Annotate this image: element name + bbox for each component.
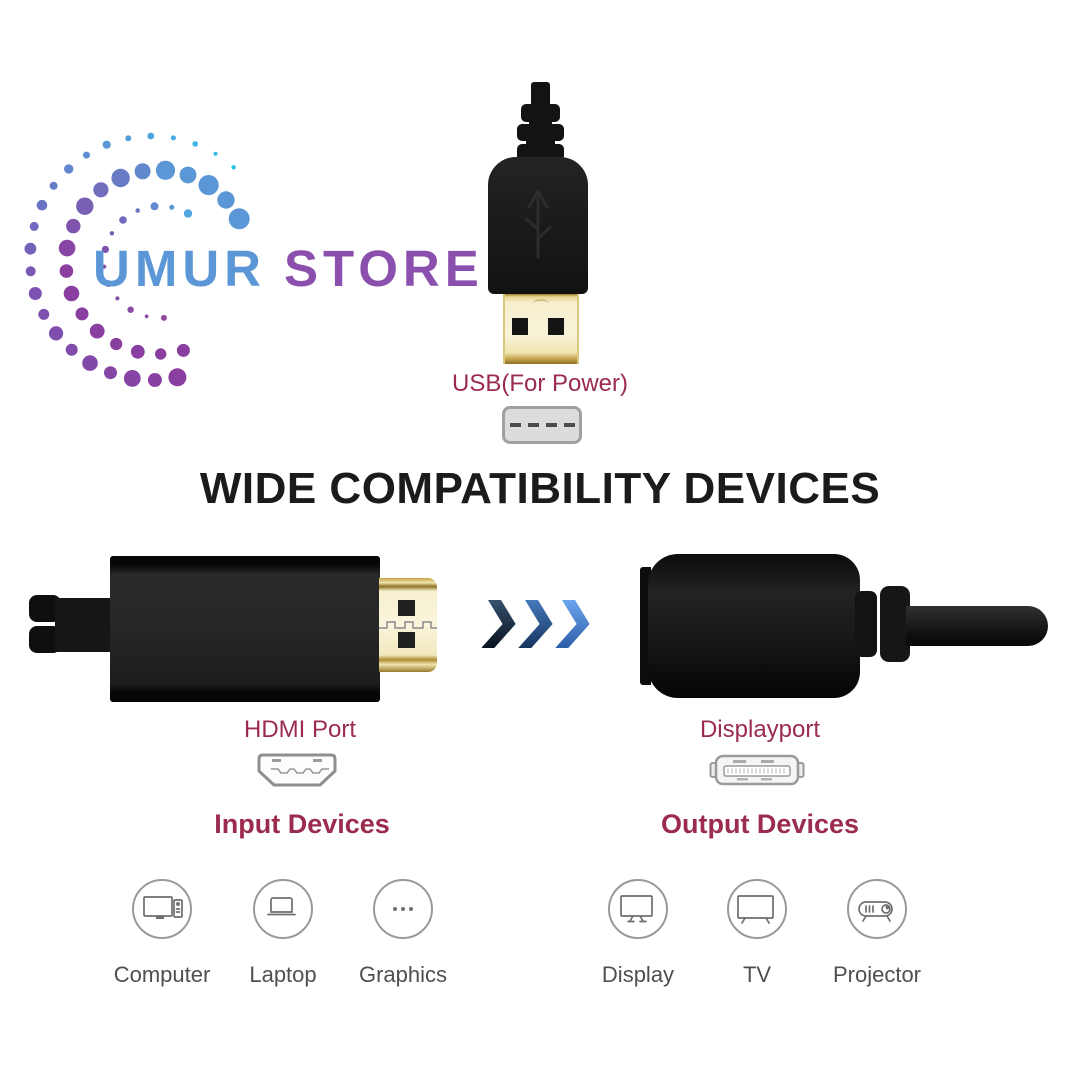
output-devices-title: Output Devices <box>660 809 860 839</box>
device-label: Display <box>601 962 675 987</box>
brand-name-primary: UMUR <box>93 240 266 297</box>
display-icon <box>620 895 653 923</box>
device-item-tv: TV <box>697 879 817 988</box>
device-label: Computer <box>113 962 211 987</box>
displayport-label: Displayport <box>699 716 821 743</box>
umur-store-logo-dots <box>24 132 250 387</box>
device-label: Laptop <box>249 962 317 987</box>
usb-gold-plug <box>503 294 579 364</box>
usb-port-icon <box>502 406 582 444</box>
laptop-icon <box>267 897 296 916</box>
input-devices-title: Input Devices <box>214 809 390 839</box>
device-item-display: Display <box>578 879 698 988</box>
computer-icon <box>143 896 183 919</box>
displayport-cable <box>906 606 1048 646</box>
brand-wordmark: UMUR STORE <box>93 243 484 294</box>
device-item-computer: Computer <box>102 879 222 988</box>
device-label: Graphics <box>358 962 448 987</box>
usb-cable <box>531 82 550 108</box>
tv-icon <box>737 895 774 924</box>
usb-label: USB(For Power) <box>451 370 629 397</box>
hdmi-connector-body <box>110 556 380 702</box>
ellipsis-icon <box>393 907 413 911</box>
brand-name-secondary: STORE <box>283 240 484 297</box>
hdmi-port-label: HDMI Port <box>243 716 356 743</box>
device-item-projector: Projector <box>817 879 937 988</box>
device-label: Projector <box>832 962 922 987</box>
projector-icon <box>858 901 893 922</box>
device-label: TV <box>742 962 772 987</box>
umur-store-logo <box>0 0 300 420</box>
hdmi-gold-plug <box>379 578 437 672</box>
displayport-connector-body <box>648 554 860 698</box>
usb-trident-icon <box>524 187 552 259</box>
usb-connector-body <box>488 157 588 294</box>
page-title: WIDE COMPATIBILITY DEVICES <box>199 464 881 513</box>
device-item-laptop: Laptop <box>223 879 343 988</box>
hdmi-port-icon <box>257 753 337 787</box>
triple-chevron-right-icon <box>482 600 590 648</box>
displayport-icon <box>709 754 805 786</box>
device-item-graphics: Graphics <box>343 879 463 988</box>
